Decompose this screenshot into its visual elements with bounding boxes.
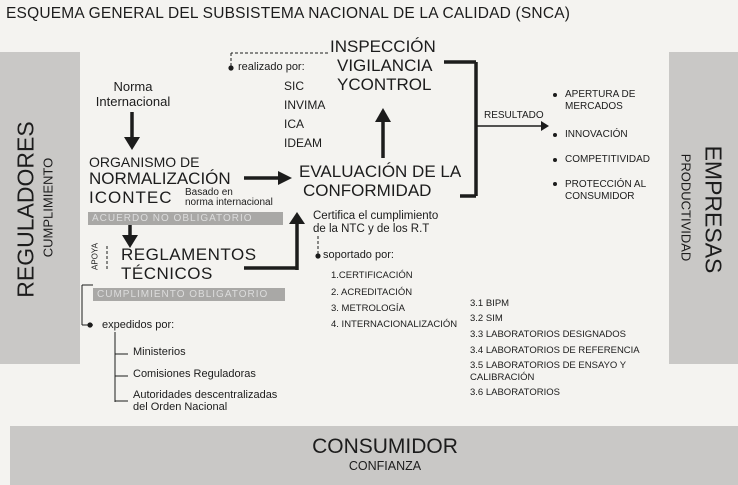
- basado-label-2: norma internacional: [185, 197, 273, 208]
- empresas-band: [669, 52, 738, 364]
- evaluacion-label-2: CONFORMIDAD: [303, 181, 432, 200]
- reglamentos-label-2: TÉCNICOS: [121, 264, 213, 283]
- expedidos-item: Autoridades descentralizadas: [133, 389, 278, 401]
- confianza-label: CONFIANZA: [348, 459, 422, 473]
- page-title: ESQUEMA GENERAL DEL SUBSISTEMA NACIONAL …: [6, 5, 571, 22]
- entity-item: INVIMA: [284, 98, 326, 112]
- acuerdo-no-obligatorio-banner: ACUERDO NO OBLIGATORIO: [88, 212, 283, 225]
- reguladores-band: [0, 52, 80, 364]
- norma-label-2: Internacional: [95, 94, 171, 109]
- entity-item: ICA: [284, 117, 305, 131]
- outcome-item: INNOVACIÓN: [565, 129, 628, 140]
- expedidos-item: Ministerios: [133, 346, 186, 358]
- organismo-label-2: NORMALIZACIÓN: [89, 169, 231, 188]
- metrologia-item: 3.4 LABORATORIOS DE REFERENCIA: [470, 345, 640, 356]
- outcome-item: CONSUMIDOR: [565, 191, 635, 202]
- metrologia-item: CALIBRACIÓN: [470, 372, 535, 383]
- metrologia-item: 3.1 BIPM: [470, 298, 510, 309]
- consumidor-label: CONSUMIDOR: [312, 435, 458, 458]
- apoya-label: APOYA: [90, 243, 100, 270]
- certifica-label-2: de la NTC y de los R.T: [313, 223, 430, 235]
- outcome-item: MERCADOS: [565, 101, 623, 112]
- realizado-label: realizado por:: [238, 61, 305, 73]
- certifica-label-1: Certifica el cumplimiento: [313, 210, 439, 222]
- icontec-label: ICONTEC: [89, 188, 173, 207]
- inspeccion-label-1: INSPECCIÓN: [330, 37, 436, 56]
- outcome-item: PROTECCIÓN AL: [565, 179, 647, 190]
- resultado-label: RESULTADO: [484, 110, 544, 121]
- reglamentos-label-1: REGLAMENTOS: [121, 245, 257, 264]
- basado-label-1: Basado en: [185, 187, 233, 198]
- metrologia-item: 3.6 LABORATORIOS: [470, 387, 560, 398]
- soportado-item: 1.CERTIFICACIÓN: [331, 270, 413, 281]
- entity-item: IDEAM: [284, 136, 323, 150]
- metrologia-item: 3.5 LABORATORIOS DE ENSAYO Y: [470, 360, 627, 371]
- inspeccion-label-2: VIGILANCIA: [337, 56, 433, 75]
- consumidor-band: [10, 426, 738, 485]
- soportado-label: soportado por:: [323, 249, 394, 261]
- expedidos-item: del Orden Nacional: [133, 401, 228, 413]
- soportado-item: 4. INTERNACIONALIZACIÓN: [331, 319, 458, 330]
- soportado-item: 3. METROLOGÍA: [331, 303, 405, 314]
- organismo-label-1: ORGANISMO DE: [89, 154, 200, 170]
- evaluacion-label-1: EVALUACIÓN DE LA: [299, 162, 462, 181]
- outcome-item: APERTURA DE: [565, 89, 636, 100]
- inspeccion-label-3: YCONTROL: [337, 75, 432, 94]
- expedidos-label: expedidos por:: [102, 319, 175, 331]
- cumplimiento-obligatorio-banner: CUMPLIMIENTO OBLIGATORIO: [93, 288, 285, 301]
- outcome-item: COMPETITIVIDAD: [565, 154, 651, 165]
- metrologia-item: 3.3 LABORATORIOS DESIGNADOS: [470, 329, 626, 340]
- norma-label-1: Norma: [113, 79, 153, 94]
- metrologia-item: 3.2 SIM: [470, 313, 503, 324]
- expedidos-item: Comisiones Reguladoras: [133, 368, 256, 380]
- soportado-item: 2. ACREDITACIÓN: [331, 287, 413, 298]
- entity-item: SIC: [284, 79, 305, 93]
